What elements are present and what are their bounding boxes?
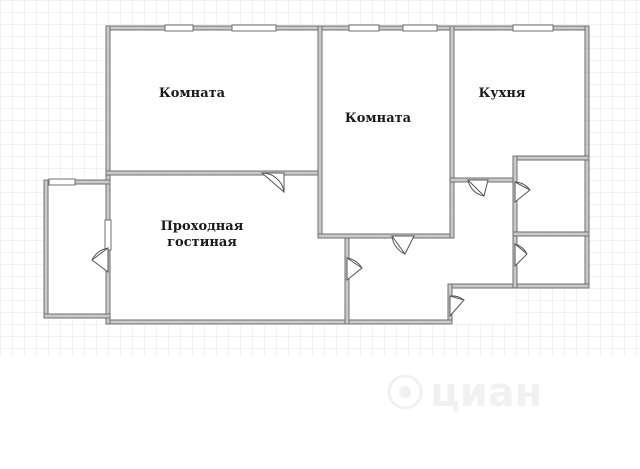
- room-label-room2: Комната: [345, 111, 412, 126]
- door-room1: [260, 172, 285, 194]
- watermark-text: циан: [430, 370, 542, 416]
- door-balcony: [91, 247, 109, 273]
- room-fills: [48, 30, 585, 322]
- room-label-kitchen: Кухня: [478, 86, 525, 101]
- door-room2: [391, 235, 415, 255]
- doors: [91, 172, 531, 318]
- room-label-living-line2: гостиная: [167, 235, 237, 250]
- windows: [48, 24, 554, 251]
- room-label-room1: Комната: [159, 86, 226, 101]
- door-bath1: [514, 181, 531, 204]
- walls: [43, 25, 590, 325]
- door-kitchen: [466, 179, 489, 197]
- door-entrance: [449, 295, 465, 318]
- door-living: [346, 257, 363, 282]
- room-label-living-line1: Проходная: [161, 219, 244, 234]
- watermark-logo: циан: [387, 370, 542, 416]
- door-bath2: [514, 242, 528, 268]
